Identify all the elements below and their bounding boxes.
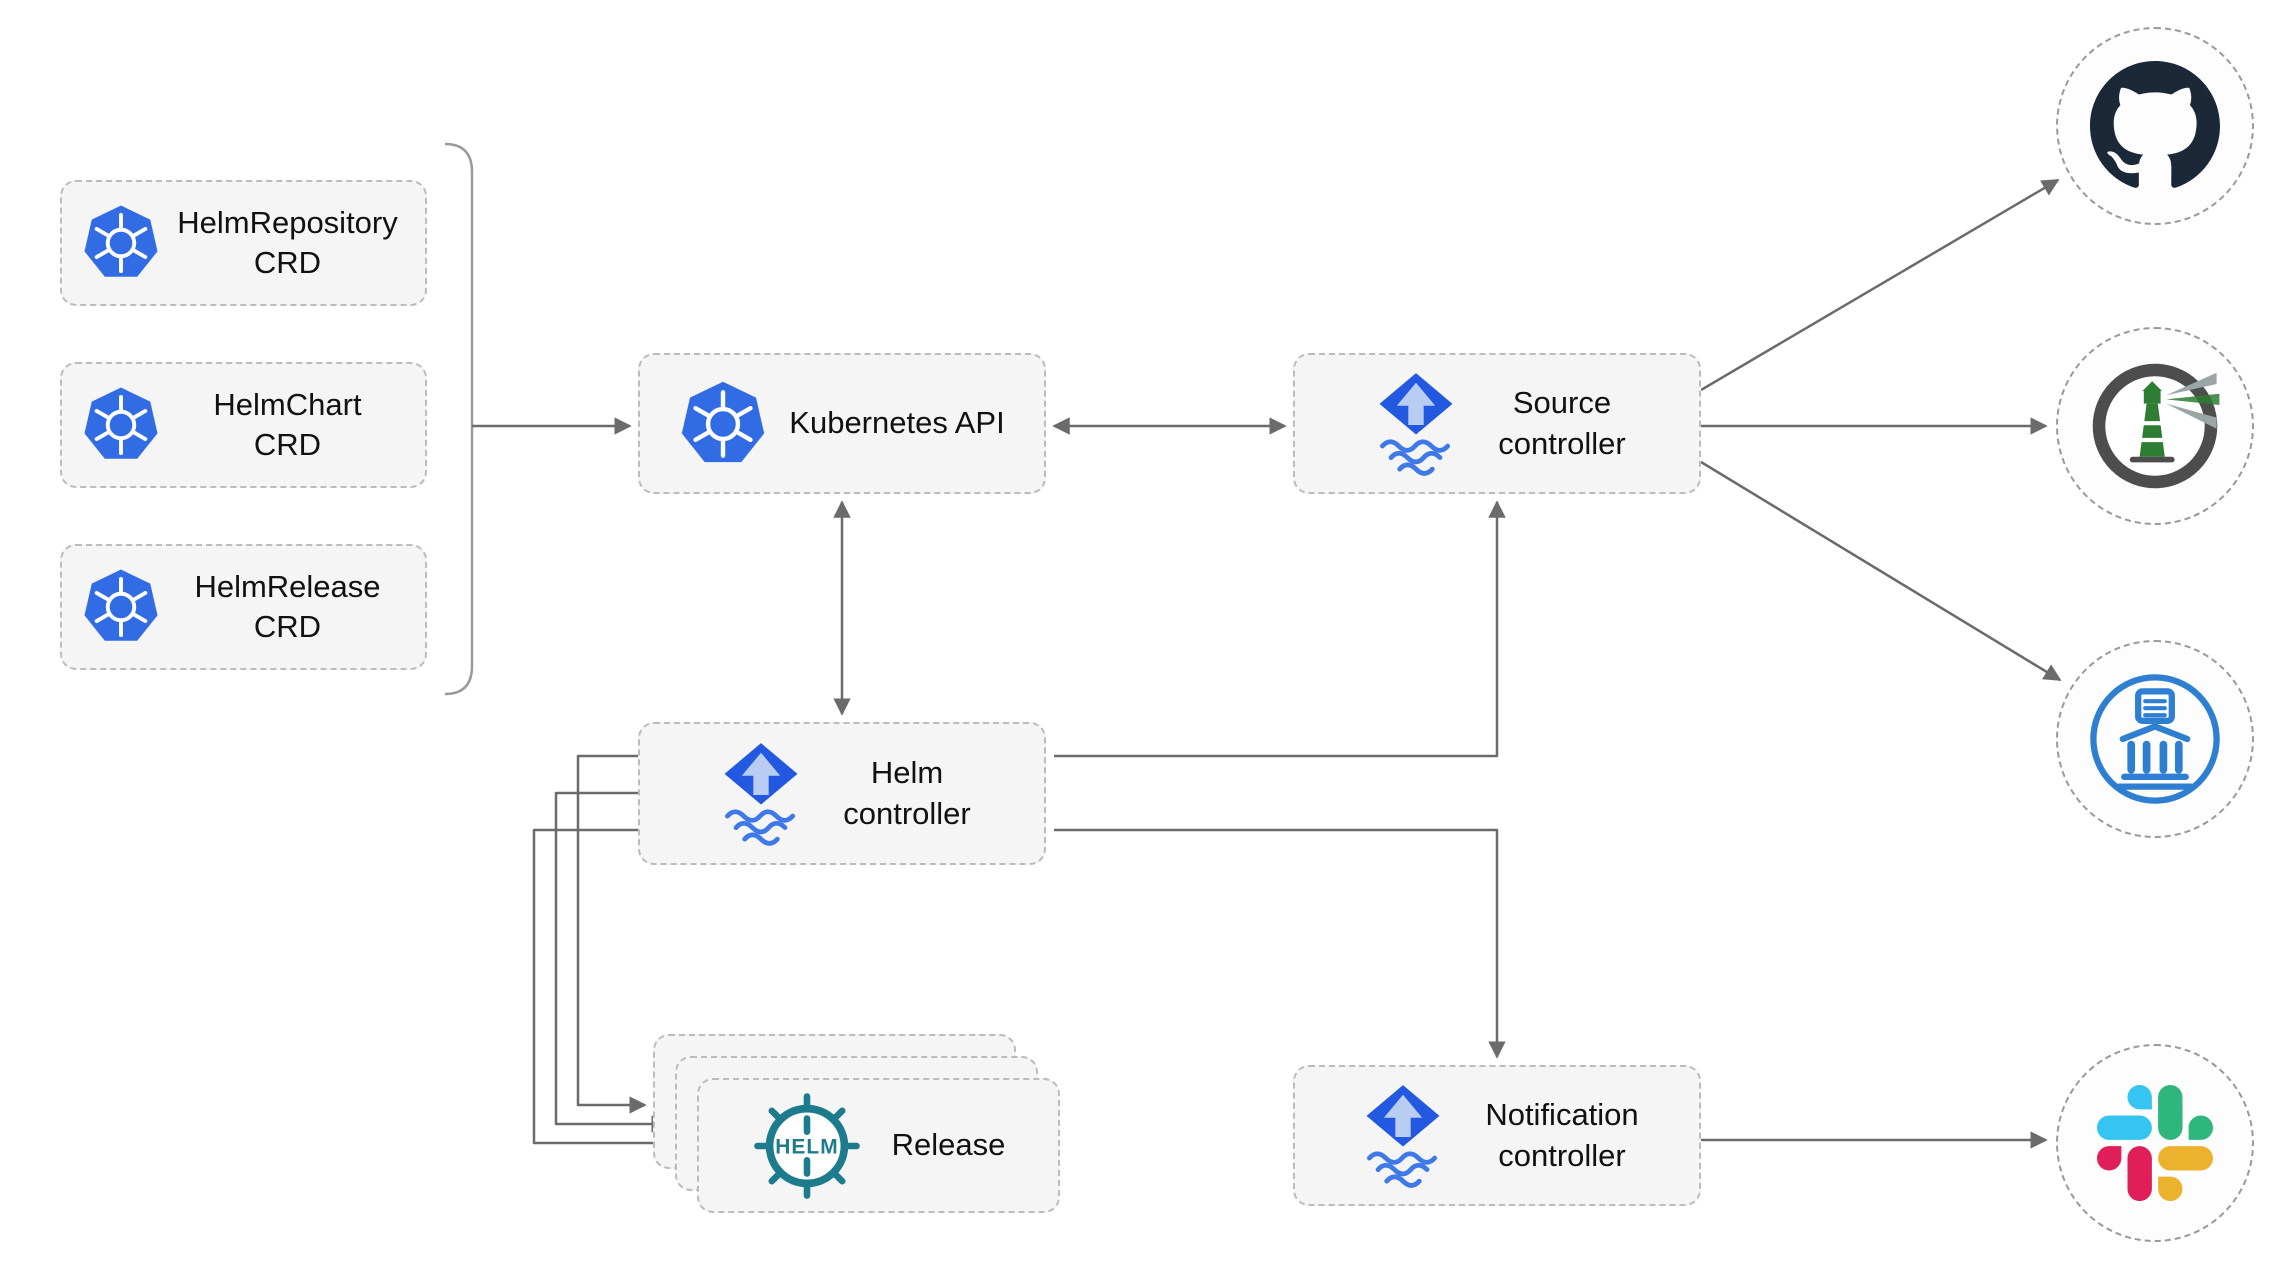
helm-logo-text: HELM	[775, 1135, 839, 1158]
node-label: HelmRepository CRD	[177, 204, 398, 280]
edge-helm-controller-to-notification-controller	[1054, 828, 1506, 1059]
node-label: Source controller	[1498, 385, 1626, 461]
kubernetes-icon	[82, 386, 160, 464]
github-endpoint	[2056, 27, 2254, 225]
kubernetes-icon	[82, 204, 160, 282]
helmrepository-crd-node: HelmRepository CRD	[60, 180, 427, 306]
release-node: HELM Release	[697, 1078, 1060, 1213]
edge-helm-controller-to-release-middle	[554, 791, 669, 1133]
kubernetes-icon	[82, 568, 160, 646]
node-label: Kubernetes API	[789, 405, 1005, 441]
edge-source-controller-to-github	[1700, 178, 2060, 392]
crd-group-bracket	[444, 142, 474, 696]
github-icon	[2090, 61, 2220, 191]
edge-helm-controller-to-release-front	[532, 828, 691, 1152]
kubernetes-api-node: Kubernetes API	[638, 353, 1046, 494]
lighthouse-registry-icon	[2085, 356, 2225, 496]
node-label: HelmRelease CRD	[194, 568, 381, 644]
chartmuseum-endpoint	[2056, 640, 2254, 838]
lighthouse-registry-endpoint	[2056, 327, 2254, 525]
edge-helm-controller-to-source-controller	[1054, 500, 1506, 758]
helm-controller-node: Helm controller	[638, 722, 1046, 865]
flux-icon	[1355, 1083, 1451, 1189]
edge-helm-controller-to-release-back	[576, 754, 647, 1114]
helmrelease-crd-node: HelmRelease CRD	[60, 544, 427, 670]
node-label: Helm controller	[843, 755, 971, 831]
chartmuseum-icon	[2085, 669, 2225, 809]
flux-icon	[1368, 371, 1464, 477]
flux-icon	[713, 741, 809, 847]
edge-source-controller-to-chartmuseum	[1700, 460, 2062, 682]
slack-icon	[2097, 1085, 2213, 1201]
helmchart-crd-node: HelmChart CRD	[60, 362, 427, 488]
notification-controller-node: Notification controller	[1293, 1065, 1701, 1206]
kubernetes-icon	[679, 380, 767, 468]
slack-endpoint	[2056, 1044, 2254, 1242]
helm-icon: HELM	[752, 1091, 862, 1201]
node-label: Release	[891, 1127, 1006, 1163]
node-label: Notification controller	[1485, 1097, 1639, 1173]
node-label: HelmChart CRD	[213, 386, 362, 462]
source-controller-node: Source controller	[1293, 353, 1701, 494]
